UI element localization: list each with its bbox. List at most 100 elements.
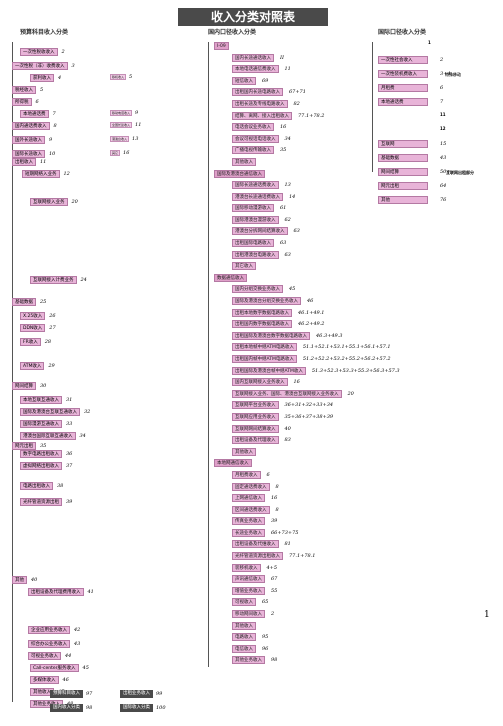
left-category-code: 10 [49, 151, 56, 157]
middle-category-box: 其他收入 [232, 622, 256, 630]
left-category-box: 税经收入 [12, 86, 36, 94]
middle-category-box: 互联网接入业务、国际、港澳台互联网接入业务收入 [232, 390, 342, 398]
middle-category-code: 77.1+78.2 [298, 113, 325, 119]
middle-category-code: 69 [262, 78, 269, 84]
middle-category-code: 55 [271, 588, 278, 594]
left-connector-line [12, 42, 13, 702]
middle-category-code: 8 [275, 484, 279, 490]
left-category-code: 8 [53, 123, 57, 129]
right-category-box: 一次性社会收入 [378, 56, 428, 64]
middle-category-code: 95 [262, 634, 269, 640]
middle-category-box: 会议可视话电话收入 [232, 135, 279, 143]
middle-category-box: 装移机收入 [232, 564, 261, 572]
middle-category-code: 63 [280, 240, 287, 246]
footer-legend-code: 100 [156, 705, 166, 711]
page-title: 收入分类对照表 [178, 8, 328, 26]
right-category-box: 互联网 [378, 140, 428, 148]
middle-category-box: 光纤管道资源出租收入 [232, 552, 283, 560]
left-category-box: 获利收入 [30, 74, 54, 82]
left-category-code: 28 [44, 339, 52, 345]
left-category-code: 37 [66, 463, 73, 469]
left-category-box: X.25收入 [20, 312, 46, 320]
middle-category-box: 出租设备及代理收入 [232, 436, 279, 444]
left-category-box: 虚拟网络出租收入 [20, 462, 62, 470]
left-category-code: 44 [65, 653, 72, 659]
middle-category-code: 77.1+78.1 [289, 553, 316, 559]
middle-category-box: 短信收入 [232, 77, 256, 85]
page-number: 1 [484, 610, 490, 620]
left-subcategory-code: 13 [132, 136, 139, 142]
footer-legend-box: 预算科目收入 [50, 690, 83, 698]
left-category-box: 综合办公业务收入 [28, 640, 70, 648]
left-category-box: 本地互联互通收入 [20, 396, 62, 404]
middle-category-box: 固定通话费收入 [232, 483, 270, 491]
middle-category-box: 国际港澳台漫游收入 [232, 216, 279, 224]
middle-section-box: 国际及港澳台通信收入 [214, 170, 265, 178]
left-header: 预算科目收入分类 [20, 29, 69, 36]
middle-category-box: 本地电话通信费收入 [232, 65, 279, 73]
right-note-special: 特殊移动 [445, 72, 461, 77]
middle-category-box: 区间通话费收入 [232, 506, 270, 514]
middle-category-code: 16 [293, 379, 300, 385]
right-category-code: 43 [440, 155, 447, 161]
middle-category-box: 广播电视传输收入 [232, 146, 274, 154]
middle-category-box: 其他收入 [232, 448, 256, 456]
right-category-box: 网元出租 [378, 182, 428, 190]
middle-category-code: 61 [280, 205, 287, 211]
left-category-code: 46 [62, 677, 69, 683]
middle-category-code: 40 [284, 426, 291, 432]
right-category-code: 7 [440, 99, 444, 105]
left-subcategory-box: 移机收入 [110, 74, 127, 80]
left-category-box: 国际及港澳台互联互通收入 [20, 408, 80, 416]
left-category-box: DDN收入 [20, 324, 46, 332]
left-category-code: 12 [63, 171, 70, 177]
left-category-box: ATM收入 [20, 362, 45, 370]
footer-legend-box: 出租业务收入 [120, 690, 153, 698]
middle-category-box: 国际长途通话费收入 [232, 181, 279, 189]
middle-category-box: 国内长途通话收入 [232, 54, 274, 62]
right-category-code: 2 [440, 57, 444, 63]
left-category-box: 一次性税收收入 [20, 48, 58, 56]
right-category-box: 网间结算 [378, 168, 428, 176]
middle-category-box: 出租国内帧中继ATM电路收入 [232, 355, 297, 363]
left-category-box: 数字电路出租收入 [20, 450, 62, 458]
left-subcategory-box: 港澳台收入 [110, 136, 130, 142]
right-category-code: 3+4 [440, 71, 451, 77]
middle-category-code: 6 [266, 472, 270, 478]
left-category-code: 43 [74, 641, 81, 647]
footer-legend-box: 国内收入分类 [50, 704, 83, 712]
left-category-box: 互联网接入计费业务 [30, 276, 77, 284]
left-category-code: 9 [49, 137, 53, 143]
middle-category-code: 20 [347, 391, 354, 397]
left-category-box: 本地通话费 [20, 110, 49, 118]
middle-category-box: 电信收入 [232, 645, 256, 653]
left-category-code: 26 [49, 313, 56, 319]
middle-category-box: 可视收入 [232, 598, 256, 606]
middle-category-box: 国内互联网接入业务收入 [232, 378, 288, 386]
middle-category-code: 11 [284, 66, 291, 72]
middle-connector-line [208, 42, 209, 667]
middle-category-box: 上网通信收入 [232, 494, 265, 502]
middle-category-box: 出租国际及港澳台帧中继ATM收入 [232, 367, 306, 375]
middle-category-box: 电话会议业务收入 [232, 123, 274, 131]
left-category-code: 25 [40, 299, 47, 305]
left-category-box: 出租收入 [12, 158, 36, 166]
middle-category-box: 其他收入 [232, 158, 256, 166]
footer-legend-box: 国际收入分类 [120, 704, 153, 712]
middle-category-code: 35 [280, 147, 287, 153]
left-category-box: 互联网接入业务 [30, 198, 68, 206]
middle-category-code: 98 [271, 657, 278, 663]
left-category-box: 国际长途收入 [12, 150, 45, 158]
right-category-code: 76 [440, 197, 447, 203]
middle-category-box: 互联网平台业务收入 [232, 401, 279, 409]
left-category-box: 国际漫游互通收入 [20, 420, 62, 428]
left-category-box: 基础数据 [12, 298, 36, 306]
left-category-box: 其他 [12, 576, 27, 584]
left-category-code: 34 [79, 433, 86, 439]
left-category-box: Call-center服务收入 [30, 664, 79, 672]
middle-section-box: 本地网通信收入 [214, 459, 252, 467]
middle-category-box: 港澳台分拆网间结算收入 [232, 227, 288, 235]
left-category-code: 45 [82, 665, 89, 671]
middle-category-code: 34 [284, 136, 291, 142]
middle-category-code: 46.2+49.2 [298, 321, 325, 327]
